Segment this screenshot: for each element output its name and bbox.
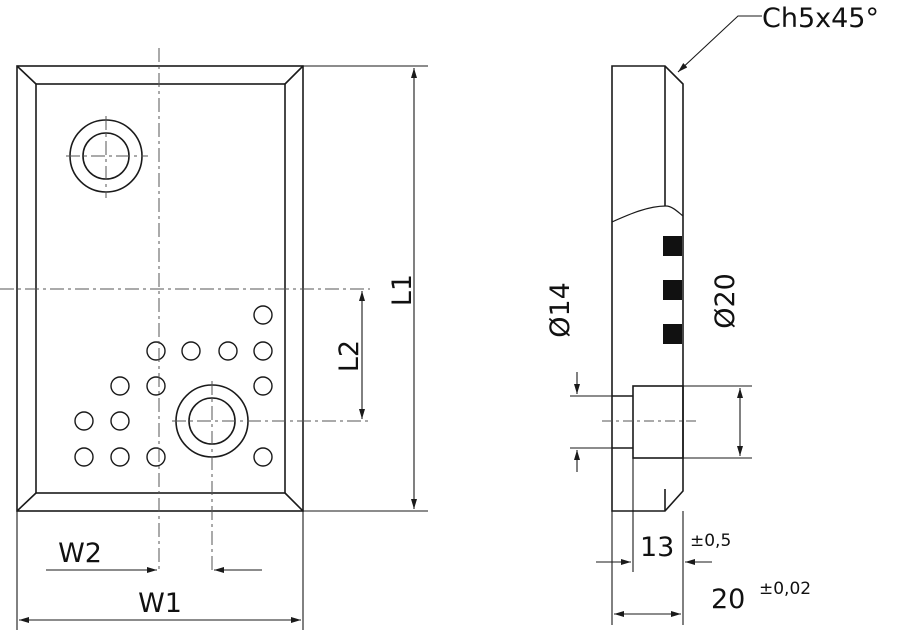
- l2-label: L2: [334, 340, 365, 372]
- small-hole: [110, 447, 130, 467]
- small-hole: [146, 376, 166, 396]
- side-view: [602, 65, 700, 512]
- section-block: [663, 236, 682, 256]
- dim-20-label: 20: [711, 584, 745, 615]
- section-block: [663, 324, 682, 344]
- counterbore-top-outer: [69, 119, 143, 193]
- w1-label: W1: [138, 588, 182, 619]
- small-hole: [74, 411, 94, 431]
- counterbore-bottom-outer: [175, 384, 249, 458]
- tolerance-20-label: ±0,02: [759, 579, 811, 599]
- tolerance-13-label: ±0,5: [690, 531, 731, 551]
- section-block: [663, 280, 682, 300]
- center-lines: [0, 48, 372, 574]
- chamfer-corner: [284, 492, 304, 512]
- small-hole: [253, 376, 273, 396]
- chamfer-leader: [677, 15, 762, 73]
- break-line: [611, 205, 684, 223]
- small-hole: [253, 341, 273, 361]
- chamfer-label: Ch5x45°: [762, 3, 879, 34]
- small-hole: [218, 341, 238, 361]
- side-dimensions: [570, 15, 762, 625]
- small-hole: [74, 447, 94, 467]
- l1-label: L1: [387, 274, 418, 306]
- chamfer-corner: [284, 65, 304, 85]
- small-hole: [181, 341, 201, 361]
- small-holes: [74, 305, 273, 467]
- w2-label: W2: [58, 538, 102, 569]
- small-hole: [110, 376, 130, 396]
- section-blocks: [663, 236, 682, 344]
- chamfer-corner: [16, 492, 37, 512]
- diameter-14-label: Ø14: [545, 282, 576, 338]
- boss-projection: [632, 385, 684, 459]
- small-hole: [253, 447, 273, 467]
- small-hole: [110, 411, 130, 431]
- chamfer-corner: [16, 65, 37, 85]
- dim-13-label: 13: [640, 532, 674, 563]
- small-hole: [253, 305, 273, 325]
- diameter-20-label: Ø20: [710, 273, 741, 329]
- small-hole: [146, 447, 166, 467]
- front-dimensions: [16, 65, 428, 630]
- small-hole: [146, 341, 166, 361]
